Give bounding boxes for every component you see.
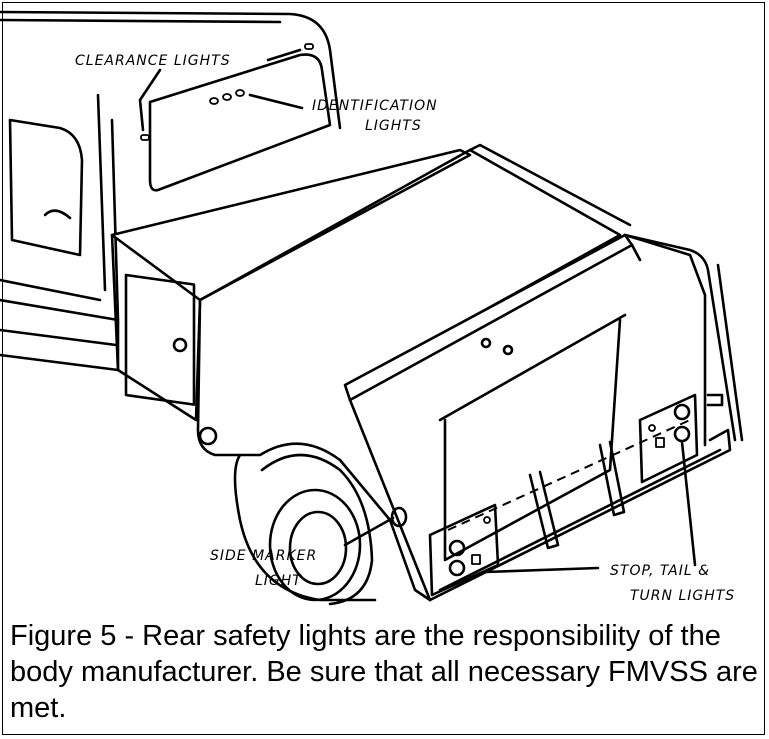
- front-compartment: [110, 148, 472, 422]
- label-stop-tail-1: STOP, TAIL &: [610, 563, 710, 579]
- label-stop-tail-2: TURN LIGHTS: [630, 588, 735, 604]
- right-tail-light-upper: [673, 403, 691, 421]
- right-tail-light-lower: [673, 425, 691, 443]
- arrow-stop-tail-right: [680, 440, 697, 567]
- label-clearance-lights: CLEARANCE LIGHTS: [75, 53, 231, 69]
- label-side-marker-1: SIDE MARKER: [210, 548, 317, 564]
- arrow-clearance-right: [266, 48, 302, 62]
- cab-lights: [140, 43, 314, 141]
- figure-caption: Figure 5 - Rear safety lights are the re…: [10, 620, 758, 724]
- arrow-stop-tail-left: [483, 566, 600, 574]
- id-light-1: [209, 97, 219, 105]
- leader-lines: [138, 48, 697, 574]
- cab-rear-window: [148, 53, 332, 192]
- clearance-light-right: [304, 43, 314, 50]
- arrow-identification: [248, 93, 304, 110]
- left-tail-light-upper: [448, 539, 466, 557]
- clearance-light-left: [140, 134, 150, 141]
- right-license-light: [655, 437, 665, 448]
- truck-line-drawing: CLEARANCE LIGHTS IDENTIFICATION LIGHTS S…: [0, 10, 744, 606]
- label-side-marker-2: LIGHT: [255, 573, 302, 589]
- label-identification-lights-2: LIGHTS: [365, 118, 422, 134]
- id-light-2: [222, 93, 232, 101]
- rear-wheel: [233, 453, 377, 606]
- cab-door-window: [8, 118, 84, 257]
- left-license-light: [471, 554, 481, 565]
- left-tail-light-lower: [448, 559, 466, 577]
- id-light-3: [235, 89, 245, 97]
- label-identification-lights-1: IDENTIFICATION: [312, 98, 438, 114]
- arrow-clearance-left: [138, 68, 162, 132]
- service-body: [196, 143, 744, 602]
- arrow-side-marker: [343, 516, 395, 547]
